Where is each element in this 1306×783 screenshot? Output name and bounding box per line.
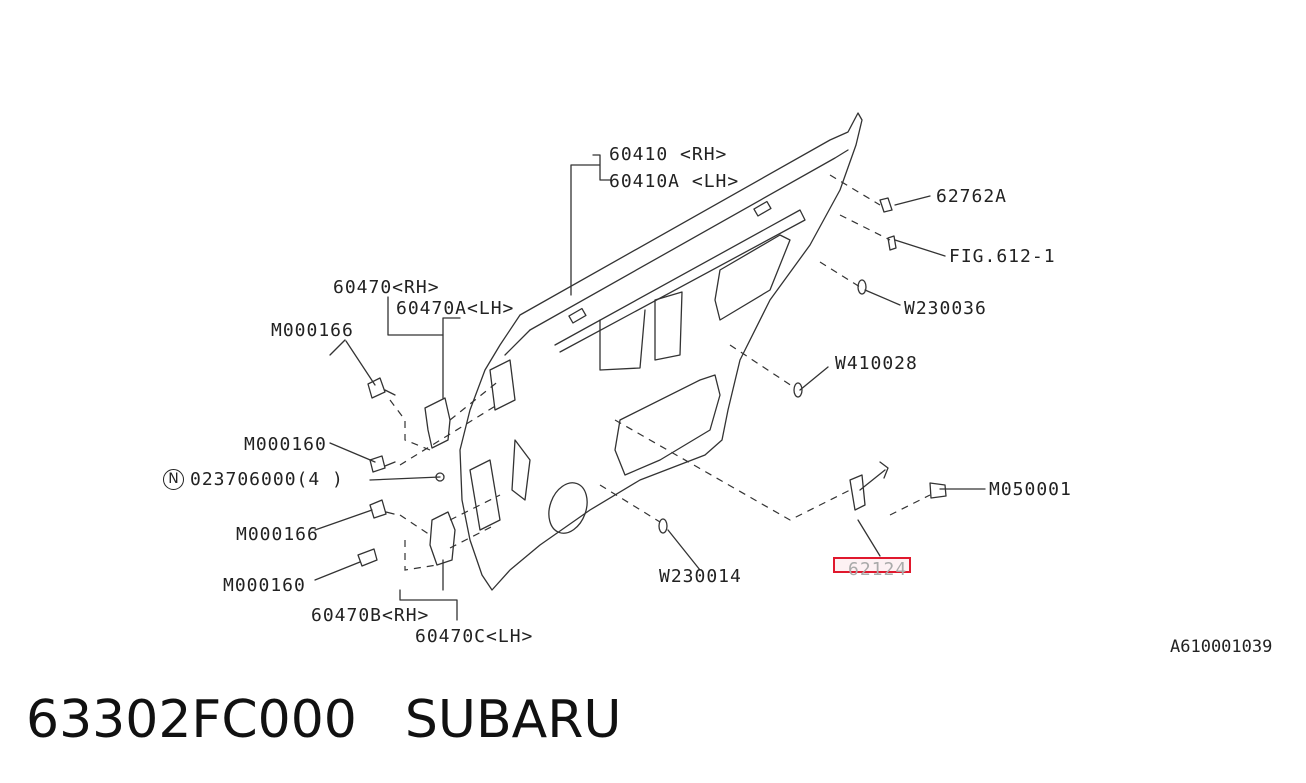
label-60470a-lh: 60470A<LH> [396,298,515,319]
label-60470-rh: 60470<RH> [333,277,440,298]
label-w410028: W410028 [835,353,918,374]
part-title: 63302FC000 SUBARU [26,690,621,750]
label-m000160-lower: M000160 [223,575,306,596]
label-m000160-upper: M000160 [244,434,327,455]
label-62762a: 62762A [936,186,1008,207]
door-checker [849,461,889,511]
upper-hinge [424,397,451,449]
part-number: 63302FC000 [26,690,357,750]
label-fig612: FIG.612-1 [949,246,1056,267]
brand-name: SUBARU [404,690,622,750]
label-w230014: W230014 [659,566,742,587]
label-w230036: W230036 [904,298,987,319]
label-60470c: 60470C<LH> [415,626,534,647]
door-panel [459,112,863,591]
parts-diagram [314,112,986,621]
label-60470b: 60470B<RH> [311,605,430,626]
label-60410a: 60410A <LH> [609,171,740,192]
label-m050001: M050001 [989,479,1072,500]
label-62124[interactable]: 62124 [848,559,908,580]
label-60410: 60410 <RH> [609,144,728,165]
highlighted-part-box[interactable] [833,557,911,573]
diagram-reference: A610001039 [1170,637,1273,657]
label-m000166-upper: M000166 [271,320,354,341]
label-m000166-lower: M000166 [236,524,319,545]
nut-symbol: N [163,469,184,490]
label-023706000: 023706000(4 ) [190,469,344,490]
lower-hinge [429,511,456,566]
